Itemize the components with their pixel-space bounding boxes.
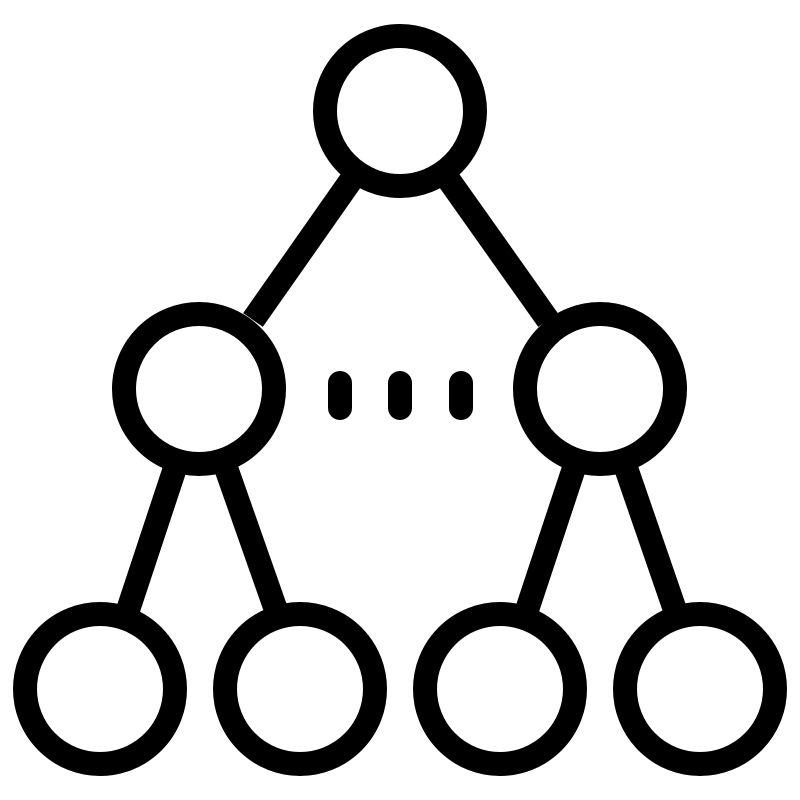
leaf-node-2 — [213, 602, 387, 776]
middle-node-right — [513, 302, 687, 476]
leaf-node-4 — [613, 602, 787, 776]
tree-edges — [116, 169, 687, 614]
edge-left-leaf2 — [213, 461, 288, 614]
edge-root-left — [243, 169, 364, 327]
root-node — [313, 24, 487, 198]
leaf-node-3 — [413, 602, 587, 776]
edge-right-leaf4 — [613, 461, 687, 614]
middle-node-left — [112, 302, 286, 476]
edge-right-leaf3 — [515, 461, 587, 614]
leaf-node-1 — [13, 602, 187, 776]
edge-root-right — [436, 169, 558, 327]
ellipsis-icon — [328, 371, 473, 420]
tree-nodes — [13, 24, 787, 776]
edge-left-leaf1 — [116, 461, 188, 614]
